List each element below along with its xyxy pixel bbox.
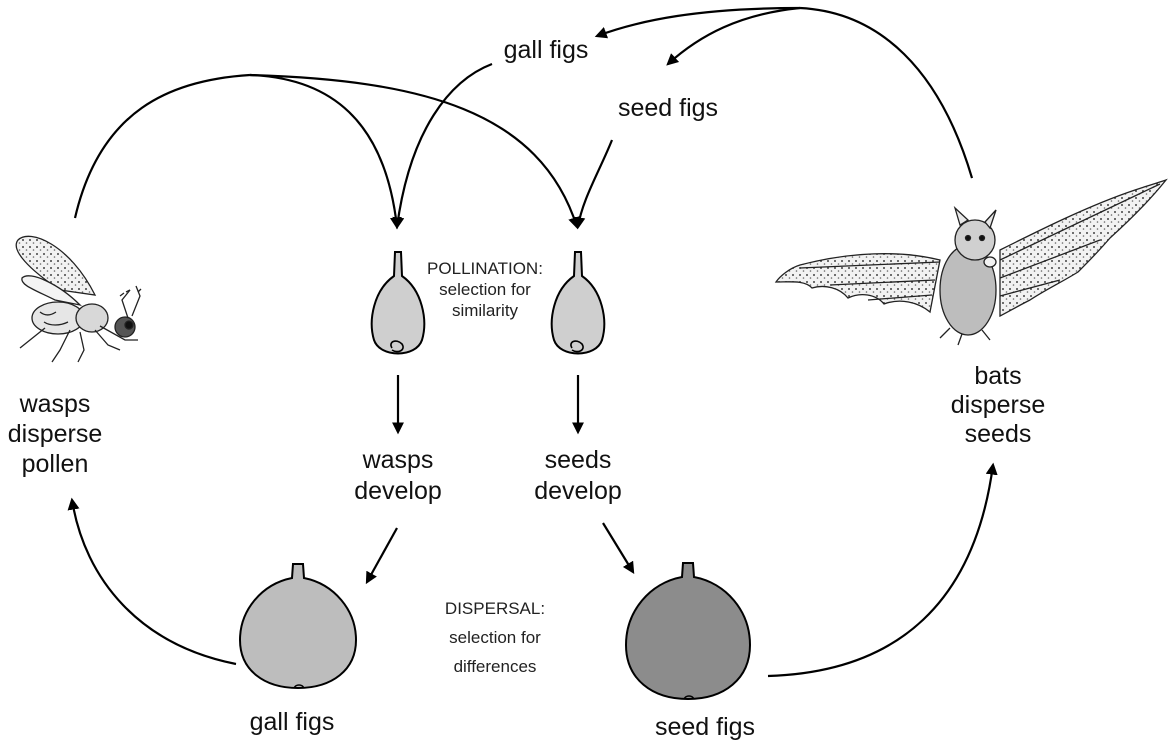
seed-figs-top-label: seed figs <box>618 94 718 122</box>
seed-fig-icon <box>626 563 750 699</box>
arc-to-small-seed-fig <box>250 75 577 227</box>
seed-figs-bottom-label: seed figs <box>655 713 755 740</box>
dispersal-title: DISPERSAL: <box>445 599 545 618</box>
wasps-disperse-line-2: disperse <box>8 420 103 448</box>
wasps-develop-to-gall-fig-arrow <box>367 528 397 582</box>
bats-to-figs-arc <box>800 8 972 178</box>
gall-figs-top-label: gall figs <box>504 36 589 64</box>
gall-figs-bottom-label: gall figs <box>250 708 335 736</box>
wasp-to-pollination-arc <box>75 75 250 218</box>
bats-disperse-line-1: bats <box>974 362 1021 390</box>
seed-figs-to-small-fig-arrow <box>578 140 612 227</box>
dispersal-line-3: differences <box>454 657 537 676</box>
seeds-develop-to-seed-fig-arrow <box>603 523 633 572</box>
wasps-disperse-line-1: wasps <box>19 390 91 418</box>
gall-fig-icon <box>240 564 356 688</box>
pollination-note: POLLINATION: selection for similarity <box>427 259 543 320</box>
dispersal-line-2: selection for <box>449 628 541 647</box>
fig-icon <box>372 252 424 354</box>
bats-disperse-line-2: disperse <box>951 391 1046 419</box>
bat-illustration <box>776 180 1166 345</box>
arc-to-small-gall-fig <box>250 75 397 227</box>
wasps-develop-line-2: develop <box>354 477 442 505</box>
arc-to-seed-figs-top <box>668 8 800 64</box>
seeds-develop-line-2: develop <box>534 477 622 505</box>
gall-figs-to-small-fig-arrow <box>397 64 492 227</box>
seeds-develop-label: seeds develop <box>534 446 622 505</box>
wasps-disperse-line-3: pollen <box>22 450 89 478</box>
seed-fig-to-bats-arc <box>768 465 993 676</box>
fig-icon <box>552 252 604 354</box>
pollination-line-3: similarity <box>452 301 519 320</box>
wasps-disperse-pollen-label: wasps disperse pollen <box>8 390 103 478</box>
bats-disperse-seeds-label: bats disperse seeds <box>951 362 1046 448</box>
pollination-title: POLLINATION: <box>427 259 543 278</box>
wasp-illustration <box>16 236 141 362</box>
wasps-develop-label: wasps develop <box>354 446 442 505</box>
wasps-develop-line-1: wasps <box>362 446 434 474</box>
seeds-develop-line-1: seeds <box>545 446 612 474</box>
pollination-line-2: selection for <box>439 280 531 299</box>
bats-disperse-line-3: seeds <box>965 420 1032 448</box>
dispersal-note: DISPERSAL: selection for differences <box>445 599 545 676</box>
gall-fig-to-wasps-arc <box>72 500 236 664</box>
